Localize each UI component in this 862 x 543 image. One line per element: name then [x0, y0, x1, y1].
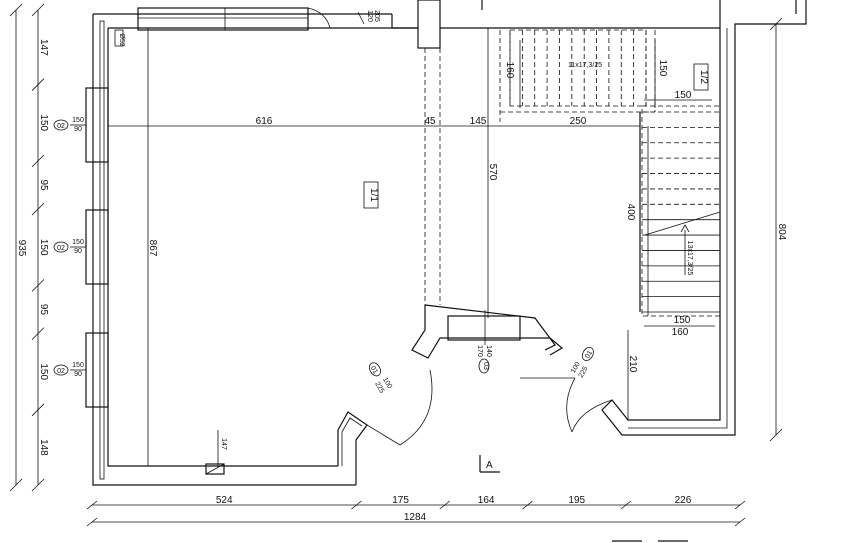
window-2: [85, 209, 109, 285]
dimension-texts: 616 45 145 250 867 570 400 150 150 160 1…: [16, 10, 787, 523]
left-dim-label: 150: [38, 363, 49, 380]
svg-text:90: 90: [74, 126, 82, 133]
door-tag-right: 01 100 225: [570, 347, 594, 379]
section-label: A: [486, 460, 493, 471]
dim-room-height: 867: [147, 240, 158, 257]
left-dim-label: 150: [38, 239, 49, 256]
section-marker: A: [479, 455, 500, 473]
dim-top-opening-a: 120: [366, 10, 373, 22]
door-tag-left: 01 100 225: [369, 362, 393, 395]
interior-dims: [108, 28, 715, 466]
dim-room-width: 616: [256, 116, 273, 127]
dim-mid-b: 145: [470, 116, 487, 127]
dim-mid-height: 570: [487, 164, 498, 181]
svg-text:170: 170: [476, 345, 483, 357]
window-tags: 02 150 90 02 150 90 02 150 90: [53, 117, 86, 378]
bottom-dim-label: 524: [216, 495, 233, 506]
left-dim-labels: 147 150 95 150 95 150 148: [38, 39, 49, 456]
bottom-dim-label: 175: [392, 495, 409, 506]
stairs-lower: [639, 105, 721, 317]
dim-top-opening-b: 205: [373, 10, 380, 22]
left-dim-label: 95: [38, 179, 49, 191]
window-tag-1: 02 150 90: [53, 117, 86, 133]
dim-stair-height2: 150: [657, 60, 668, 77]
dim-stair-depth: 400: [625, 204, 636, 221]
right-dims: [769, 17, 783, 442]
svg-text:90: 90: [74, 248, 82, 255]
left-dim-label: 148: [38, 439, 49, 456]
left-dim-label: 95: [38, 304, 49, 316]
dim-stair-top-w: 150: [675, 90, 692, 101]
svg-text:100: 100: [381, 376, 393, 390]
window-1: [85, 87, 109, 163]
stairs-upper: [499, 29, 656, 122]
left-dim-label: 150: [38, 114, 49, 131]
left-dim-label: 147: [38, 39, 49, 56]
windows: [85, 7, 331, 408]
svg-text:01: 01: [369, 365, 379, 375]
dim-bottom-total: 1284: [404, 512, 427, 523]
door-tags: 01 100 225 03 140 170 01 100 225: [369, 345, 595, 395]
stairs-upper-label: 11x17,3/25: [568, 62, 602, 69]
dim-stair-bottom-w2: 160: [672, 327, 689, 338]
svg-text:90: 90: [74, 371, 82, 378]
svg-text:02: 02: [57, 123, 65, 130]
dim-mid-c: 250: [570, 116, 587, 127]
corner-label: Ø52: [118, 33, 125, 46]
svg-text:150: 150: [72, 362, 84, 369]
svg-text:225: 225: [578, 365, 590, 379]
dim-left-total: 935: [16, 240, 27, 257]
doors: [357, 11, 613, 446]
svg-text:03: 03: [482, 362, 489, 370]
stamp-label: 147: [220, 438, 227, 450]
svg-text:150: 150: [72, 117, 84, 124]
bottom-dim-label: 226: [675, 495, 692, 506]
bottom-dims: [86, 500, 746, 542]
left-dims: [9, 3, 45, 492]
dim-right-gap: 210: [627, 356, 638, 373]
window-3: [85, 332, 109, 408]
bottom-dim-label: 164: [478, 495, 495, 506]
svg-text:02: 02: [57, 368, 65, 375]
stairs-lower-label: 13x17,3/25: [686, 241, 693, 276]
door-tag-center: 03 140 170: [476, 345, 492, 374]
symbol-box: [114, 29, 225, 475]
svg-text:100: 100: [570, 361, 582, 375]
svg-text:150: 150: [72, 239, 84, 246]
svg-text:140: 140: [485, 345, 492, 357]
room-label-stairs: 1/2: [698, 70, 709, 84]
walls: [92, 0, 807, 486]
dim-stair-height: 160: [504, 62, 515, 79]
room-label-main: 1/1: [368, 188, 379, 202]
window-top: [137, 7, 309, 31]
window-tag-2: 02 150 90: [53, 239, 86, 255]
central-bay: [411, 48, 564, 359]
dim-right-total: 804: [776, 224, 787, 241]
svg-text:225: 225: [373, 381, 385, 395]
window-tag-3: 02 150 90: [53, 362, 86, 378]
dim-mid-a: 45: [424, 116, 436, 127]
svg-text:01: 01: [584, 350, 594, 360]
dim-stair-bottom-w: 150: [674, 315, 691, 326]
bottom-dim-labels: 524 175 164 195 226: [216, 495, 692, 506]
svg-text:02: 02: [57, 245, 65, 252]
bottom-dim-label: 195: [568, 495, 585, 506]
room-labels: 1/1 1/2: [363, 63, 709, 209]
